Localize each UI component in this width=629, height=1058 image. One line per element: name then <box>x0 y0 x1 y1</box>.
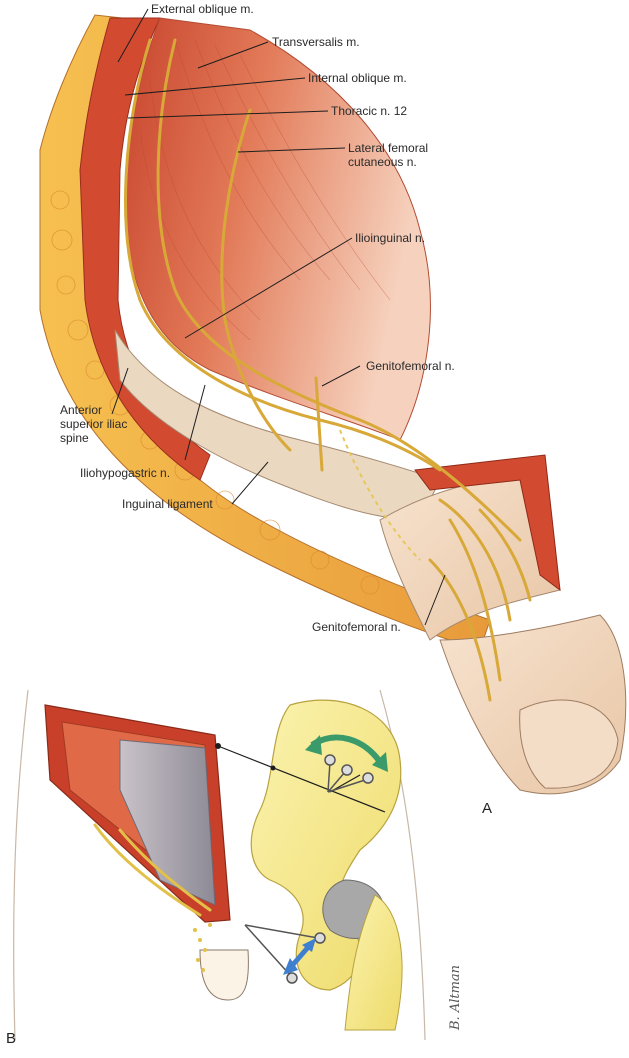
genitofemoral-nerve-upper <box>314 376 324 472</box>
nerves <box>124 38 532 702</box>
pelvic-bone <box>250 699 402 991</box>
panel-b-drawing <box>13 689 426 1041</box>
femur <box>344 894 403 1031</box>
label-iliohypogastric: Iliohypogastric n. <box>80 466 171 480</box>
body-outline <box>13 689 29 1041</box>
panel-letter-a: A <box>482 800 493 817</box>
iliohypogastric-nerve <box>124 38 442 472</box>
panel-b-nerves <box>93 823 212 917</box>
panel-b-genitalia <box>199 949 249 1001</box>
panel-letter-b: B <box>6 1030 17 1047</box>
needles-iliac <box>324 754 374 793</box>
label-genitofemoral-upper: Genitofemoral n. <box>366 359 455 373</box>
label-inguinal-ligament: Inguinal ligament <box>122 497 213 511</box>
nerve-dots <box>193 923 212 972</box>
nerve-branch-2 <box>448 518 502 682</box>
artist-signature: B. Altman <box>448 964 463 1030</box>
body-outline-right <box>379 689 426 1041</box>
nerve-branch-3 <box>428 558 492 702</box>
nerve-branch-1 <box>438 498 512 622</box>
external-oblique-muscle <box>79 17 211 481</box>
leader-lines <box>111 8 446 626</box>
label-external-oblique: External oblique m. <box>151 2 254 16</box>
nerve-branch-4 <box>478 508 532 602</box>
label-thoracic-n12: Thoracic n. 12 <box>331 104 408 118</box>
spermatic-cord <box>379 469 561 641</box>
glans <box>519 699 619 789</box>
label-genitofemoral-lower: Genitofemoral n. <box>312 620 401 634</box>
label-anterior-superior-iliac-spine: Anterior superior iliac spine <box>60 403 128 445</box>
label-transversalis: Transversalis m. <box>272 35 360 49</box>
label-lateral-femoral-cutaneous: Lateral femoral cutaneous n. <box>348 141 429 169</box>
needles-pubic <box>244 924 326 984</box>
panel-a-drawing <box>39 8 627 795</box>
nerve-dashed <box>339 429 421 561</box>
label-ilioinguinal: Ilioinguinal n. <box>355 231 426 245</box>
cremaster-muscle-cut <box>414 454 561 592</box>
fascia-sheath <box>119 739 216 906</box>
label-internal-oblique: Internal oblique m. <box>308 71 407 85</box>
lateral-femoral-nerve <box>220 108 292 452</box>
